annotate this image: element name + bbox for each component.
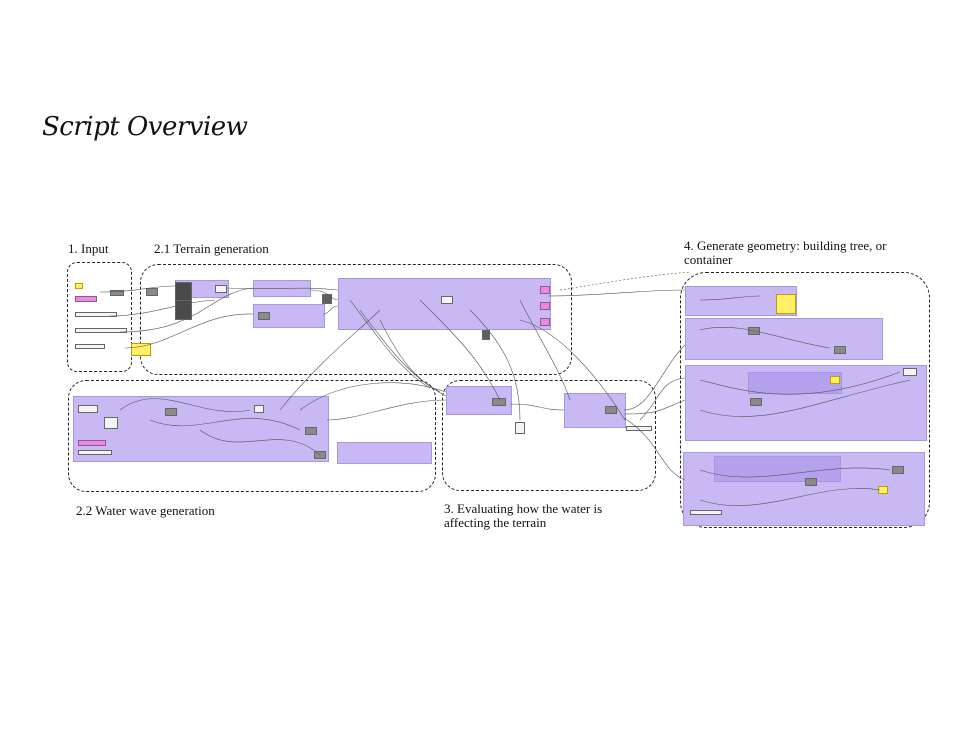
node-panel [78, 450, 112, 455]
node-group [337, 442, 432, 464]
wire [279, 309, 381, 411]
node-component [254, 405, 264, 413]
node-panel [104, 417, 118, 429]
wire [519, 299, 571, 401]
node-param [540, 318, 550, 326]
wire [623, 344, 686, 411]
node-component [322, 294, 332, 304]
wire [699, 488, 881, 506]
node-component [258, 312, 270, 320]
wire [419, 299, 501, 401]
node-panel [690, 510, 722, 515]
wire [322, 305, 339, 315]
wire [623, 417, 686, 481]
node-component [146, 288, 158, 296]
wire [124, 313, 254, 349]
node-group-inner [748, 372, 842, 394]
wire [99, 285, 176, 293]
node-component [805, 478, 817, 486]
wire [379, 319, 447, 397]
wire [119, 398, 251, 412]
node-component [750, 398, 762, 406]
node-component [605, 406, 617, 414]
node-param [78, 440, 106, 446]
wire [349, 299, 431, 389]
node-param [540, 286, 550, 294]
wire [623, 399, 686, 415]
page-title: Script Overview [42, 112, 248, 142]
node-group [338, 278, 551, 330]
node-panel [75, 328, 127, 333]
wire [547, 289, 686, 297]
node-image [175, 300, 192, 320]
wire [199, 429, 321, 456]
section-frame-evaluate [442, 380, 656, 491]
wire [309, 289, 339, 301]
wire [509, 403, 565, 411]
wire [699, 467, 891, 478]
wire [519, 319, 626, 421]
node-panel [515, 422, 525, 434]
wire [699, 295, 761, 301]
node-panel [626, 426, 652, 431]
node-group [685, 318, 883, 360]
node-panel [75, 344, 105, 349]
node-component [441, 296, 453, 304]
wire [559, 271, 691, 291]
node-component [110, 290, 124, 296]
node-component [482, 330, 490, 340]
wire [359, 309, 441, 393]
wire [469, 309, 521, 421]
wire [149, 418, 301, 431]
node-panel [75, 312, 117, 317]
section-label-evaluate: 3. Evaluating how the water is affecting… [444, 501, 603, 530]
node-group-inner [714, 456, 841, 482]
wire-group [99, 271, 911, 506]
node-component [165, 408, 177, 416]
node-component [215, 285, 227, 293]
node-note [830, 376, 840, 384]
wire [699, 371, 901, 395]
node-slider [75, 283, 83, 289]
node-group [253, 304, 325, 328]
section-label-geometry: 4. Generate geometry: building tree, or … [684, 238, 887, 267]
section-label-water: 2.2 Water wave generation [76, 503, 215, 518]
node-panel [78, 405, 98, 413]
wire [699, 379, 911, 417]
node-component [834, 346, 846, 354]
wire [326, 399, 447, 421]
wire [299, 382, 447, 411]
node-component [305, 427, 317, 435]
section-label-terrain: 2.1 Terrain generation [154, 241, 269, 256]
node-param [540, 302, 550, 310]
section-frame-water [68, 380, 436, 492]
wire [639, 377, 686, 421]
wire [109, 299, 216, 317]
wire [226, 287, 339, 291]
section-label-input: 1. Input [68, 241, 109, 256]
node-component [892, 466, 904, 474]
wire [699, 327, 831, 349]
node-component [903, 368, 917, 376]
node-param [75, 296, 97, 302]
section-frame-geometry [680, 272, 930, 528]
section-frame-terrain [140, 264, 572, 375]
section-frame-input [67, 262, 132, 372]
node-note [131, 343, 151, 356]
wire [119, 287, 254, 333]
node-note [776, 294, 796, 314]
